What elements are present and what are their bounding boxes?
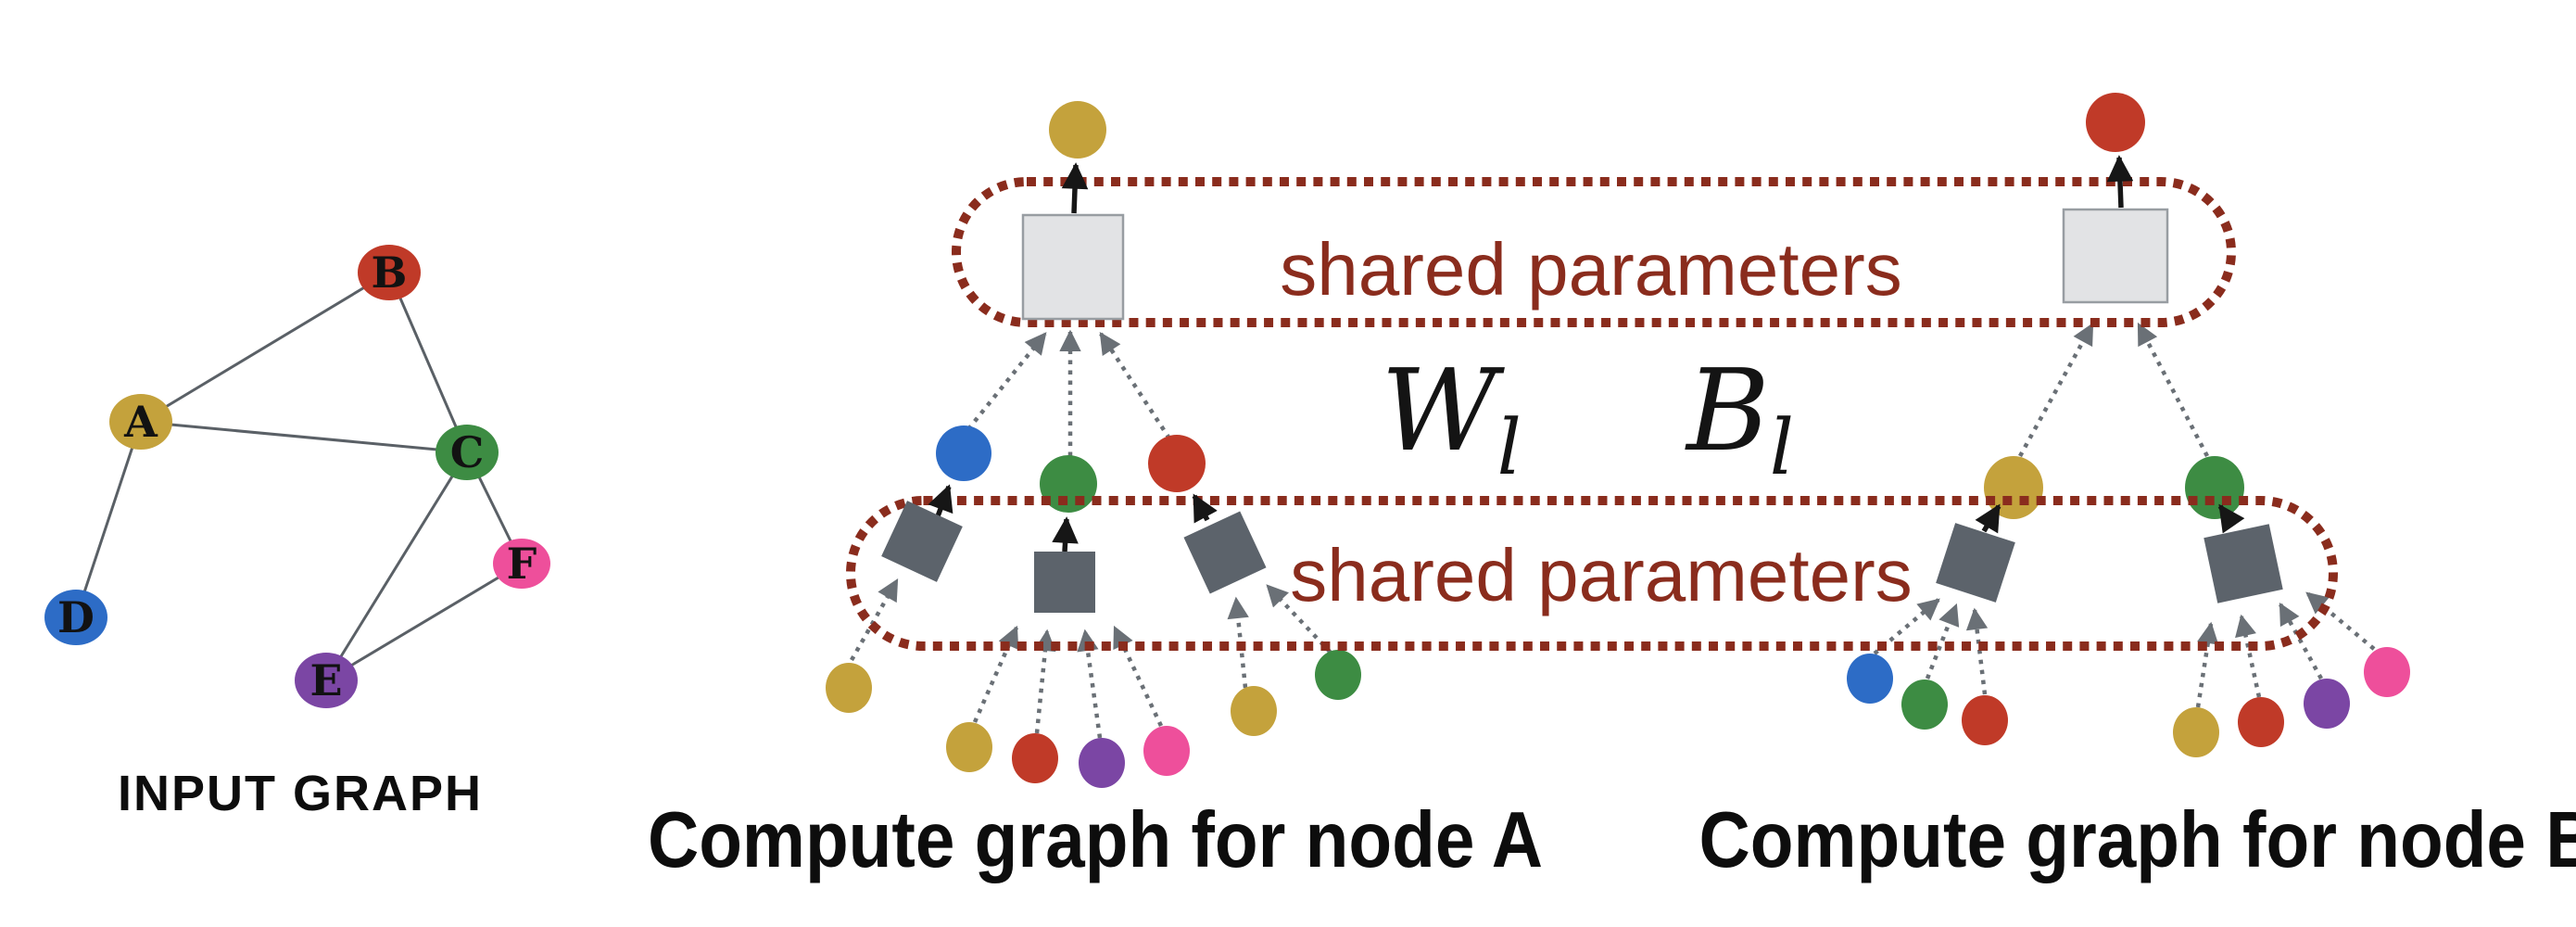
shared-parameters-label-bottom: shared parameters <box>1290 534 1912 616</box>
graph-nodes <box>44 93 2410 788</box>
solid-arrow <box>1061 162 1089 214</box>
dotted-arrow <box>1965 607 1989 695</box>
node-a-mid-blue <box>936 425 991 481</box>
dotted-arrow <box>2195 621 2219 708</box>
shared-parameters-box-bottom <box>846 496 2338 651</box>
node-a-leaf-pink <box>1143 726 1190 776</box>
bias-base: B <box>1685 345 1770 476</box>
weight-matrix-symbol: Wl <box>1381 345 1522 492</box>
dotted-arrow <box>2279 602 2323 680</box>
input-node-a <box>109 394 172 450</box>
node-a-mid-red <box>1148 435 1206 492</box>
dotted-arrow <box>1034 629 1056 734</box>
aggregator-a-right <box>1183 511 1267 594</box>
input-node-label-b: B <box>372 248 408 298</box>
caption-compute-graph-b: Compute graph for node B <box>1699 796 2576 884</box>
dotted-arrow <box>1925 603 1960 679</box>
aggregator-box-a <box>1021 213 1125 321</box>
graph-edge-e-f <box>325 562 523 682</box>
input-node-b <box>358 245 421 300</box>
input-graph-title: INPUT GRAPH <box>118 766 483 821</box>
dotted-arrow <box>1099 332 1171 440</box>
caption-compute-graph-a: Compute graph for node A <box>648 796 1543 884</box>
graph-edge-a-b <box>140 271 390 424</box>
graph-edge-a-d <box>74 421 143 618</box>
bias-subscript: l <box>1770 404 1794 492</box>
node-b-root <box>2086 93 2145 152</box>
diagram-shapes: A B C D E F <box>44 93 2410 788</box>
node-a-leaf-gold-2 <box>946 722 992 772</box>
dotted-arrow <box>2137 322 2209 458</box>
shared-parameters-label-top: shared parameters <box>1280 228 1901 311</box>
weight-base: W <box>1381 345 1505 476</box>
input-node-label-c: C <box>450 427 485 477</box>
node-a-leaf-green <box>1315 650 1361 700</box>
input-node-c <box>436 425 499 480</box>
node-a-root <box>1049 101 1106 159</box>
dotted-arrow <box>850 578 899 662</box>
weight-subscript: l <box>1497 404 1522 492</box>
node-b-leaf-pink <box>2364 647 2410 697</box>
aggregator-a-middle <box>1034 552 1095 613</box>
dotted-arrow <box>1112 625 1164 727</box>
input-node-label-d: D <box>57 592 95 642</box>
input-node-label-e: E <box>309 655 342 705</box>
aggregator-boxes <box>1021 208 2169 321</box>
node-a-leaf-red <box>1012 733 1058 783</box>
input-node-f <box>493 539 550 589</box>
solid-arrow <box>2106 155 2134 209</box>
node-b-leaf-red-1 <box>1962 695 2008 745</box>
input-node-labels: A B C D E F <box>57 248 537 705</box>
dotted-arrow <box>966 332 1047 431</box>
aggregator-a-left <box>881 501 963 582</box>
dotted-arrow <box>2235 614 2262 698</box>
aggregator-squares <box>881 501 2283 613</box>
node-a-leaf-gold-1 <box>826 663 872 713</box>
input-node-label-a: A <box>123 397 158 447</box>
graph-edge-a-c <box>140 420 468 454</box>
aggregator-b-right <box>2203 524 2283 603</box>
aggregator-b-left <box>1936 523 2015 603</box>
node-b-leaf-purple <box>2304 679 2350 729</box>
solid-arrow <box>1192 493 1218 524</box>
bias-matrix-symbol: Bl <box>1685 345 1794 492</box>
solid-arrow <box>1975 503 2001 534</box>
shared-parameters-box-top <box>952 177 2236 327</box>
input-node-d <box>44 590 107 645</box>
node-a-leaf-purple <box>1079 738 1125 788</box>
node-b-mid-gold <box>1984 456 2043 519</box>
dotted-arrow <box>972 625 1019 723</box>
graph-edge-b-c <box>387 272 469 453</box>
node-b-leaf-blue <box>1847 654 1893 704</box>
solid-arrow <box>1052 516 1079 552</box>
dotted-arrow <box>2305 591 2376 651</box>
node-b-leaf-green <box>1901 679 1948 730</box>
input-node-label-f: F <box>507 539 537 589</box>
node-b-mid-green <box>2185 456 2244 519</box>
aggregator-box-b <box>2062 208 2169 304</box>
node-a-leaf-gold-3 <box>1231 686 1277 736</box>
node-b-leaf-red-2 <box>2238 697 2284 747</box>
graph-edge-c-e <box>324 451 469 681</box>
shared-parameter-outlines <box>846 177 2338 651</box>
dotted-arrows <box>850 322 2376 739</box>
dotted-arrow <box>2018 322 2094 458</box>
solid-arrow <box>2217 503 2245 534</box>
dotted-arrow <box>1077 629 1103 739</box>
input-node-e <box>295 653 358 708</box>
node-b-leaf-gold <box>2173 707 2219 757</box>
